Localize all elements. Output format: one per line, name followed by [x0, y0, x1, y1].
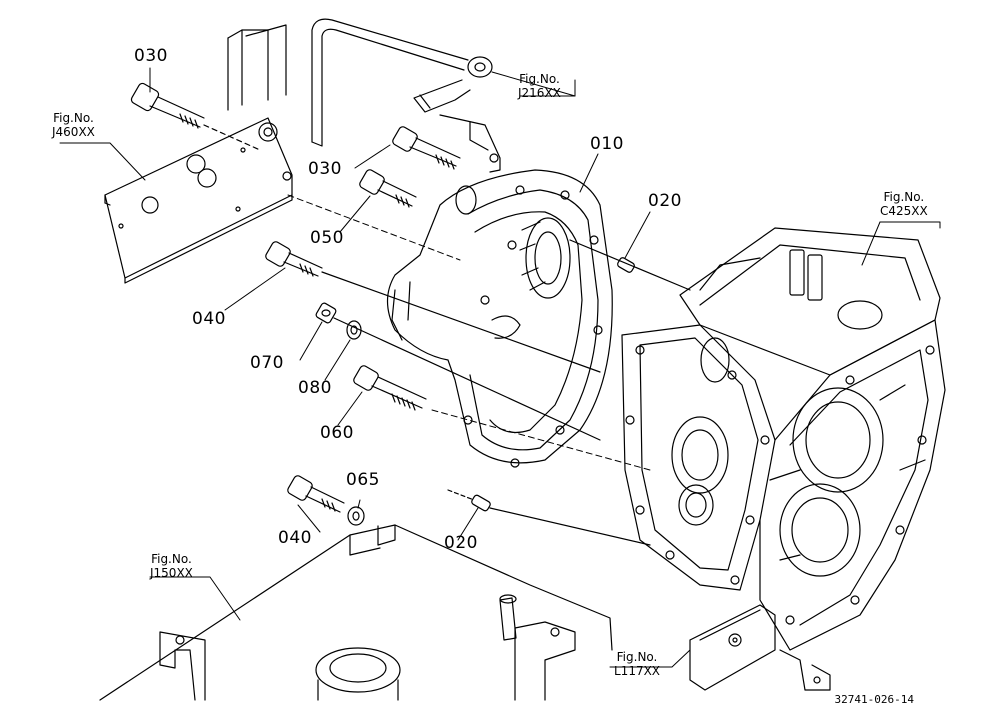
fig-ref-j460-prefix: Fig.No. [53, 111, 94, 125]
part-label-080: 080 [298, 378, 332, 398]
part-label-040-upper: 040 [192, 309, 226, 329]
fig-ref-j150-prefix: Fig.No. [151, 552, 192, 566]
part-label-030-lower: 030 [308, 159, 342, 179]
bolt-060 [352, 364, 426, 410]
part-label-040-lower: 040 [278, 528, 312, 548]
fig-ref-j216: Fig.No. J216XX [518, 72, 561, 100]
nut-070 [315, 302, 600, 440]
bolt-040-upper [264, 240, 600, 372]
part-label-010: 010 [590, 134, 624, 154]
fig-ref-j216-code: J216XX [518, 86, 561, 100]
fig-ref-c425: Fig.No. C425XX [880, 190, 928, 218]
fig-ref-j150-code: J150XX [150, 566, 193, 580]
leader-lines [60, 68, 940, 667]
fig-ref-j216-prefix: Fig.No. [519, 72, 560, 86]
part-label-070: 070 [250, 353, 284, 373]
bolt-030-upper [130, 82, 260, 150]
fig-ref-c425-prefix: Fig.No. [883, 190, 925, 204]
catalog-number: 32741-026-14 [834, 693, 914, 706]
fig-ref-j460-code: J460XX [52, 125, 95, 139]
bracket-l117 [690, 605, 830, 690]
part-label-050: 050 [310, 228, 344, 248]
part-label-065: 065 [346, 470, 380, 490]
fig-ref-l117: Fig.No. L117XX [614, 650, 660, 678]
part-label-020-upper: 020 [648, 191, 682, 211]
fig-ref-j150: Fig.No. J150XX [150, 552, 193, 580]
gearcase-c425 [622, 228, 945, 650]
part-label-030-upper: 030 [134, 46, 168, 66]
housing-010 [388, 170, 613, 467]
part-label-060: 060 [320, 423, 354, 443]
bolt-030-lower [391, 125, 460, 169]
washer-080 [347, 321, 361, 339]
fig-ref-c425-code: C425XX [880, 204, 928, 218]
bolt-040-lower [286, 474, 344, 512]
fig-ref-j460: Fig.No. J460XX [52, 111, 95, 139]
pipe-j216 [312, 19, 500, 172]
pin-020-lower [448, 490, 650, 545]
fig-ref-l117-prefix: Fig.No. [616, 650, 658, 664]
washer-065 [348, 507, 364, 525]
frame-j150 [100, 525, 612, 700]
bolt-050 [358, 168, 416, 207]
pin-020-upper [570, 240, 690, 290]
fig-ref-l117-code: L117XX [614, 664, 661, 678]
part-label-020-lower: 020 [444, 533, 478, 553]
plate-j460 [105, 25, 292, 283]
